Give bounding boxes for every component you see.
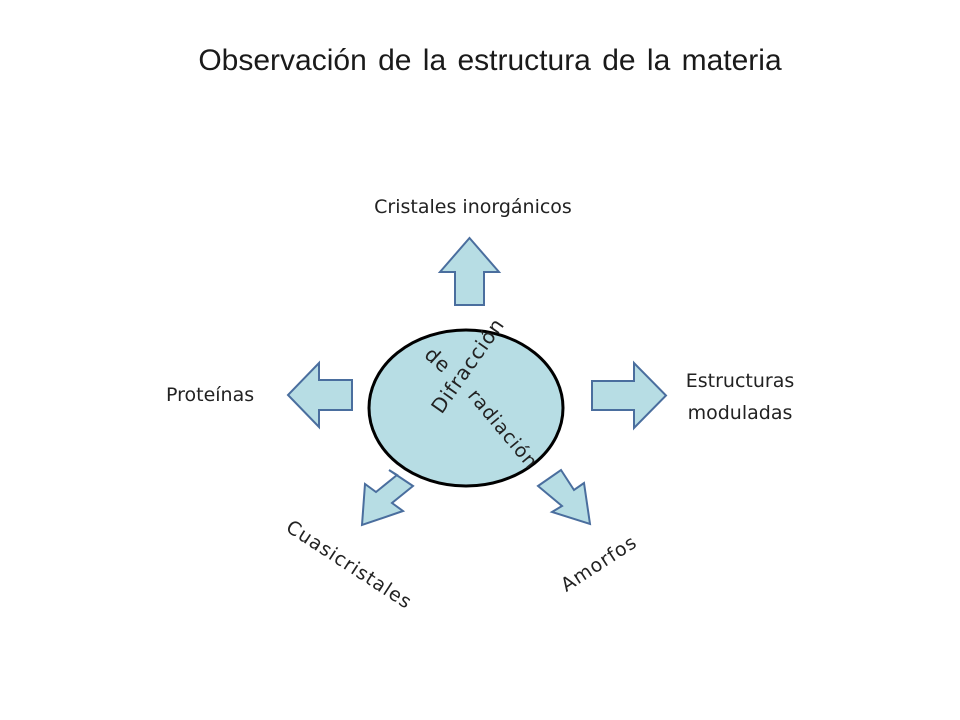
label-estructuras: Estructuras (685, 370, 795, 392)
arrow-right (591, 360, 668, 431)
slide-title: Observación de la estructura de la mater… (198, 44, 782, 77)
arrow-down-left (360, 469, 415, 527)
arrow-down-right (536, 468, 592, 526)
arrow-left (286, 360, 353, 430)
center-ellipse (367, 328, 565, 488)
arrow-up (437, 236, 502, 306)
label-proteinas: Proteínas (166, 384, 255, 406)
label-moduladas: moduladas (687, 402, 793, 424)
label-cristales-inorganicos: Cristales inorgánicos (374, 196, 572, 218)
